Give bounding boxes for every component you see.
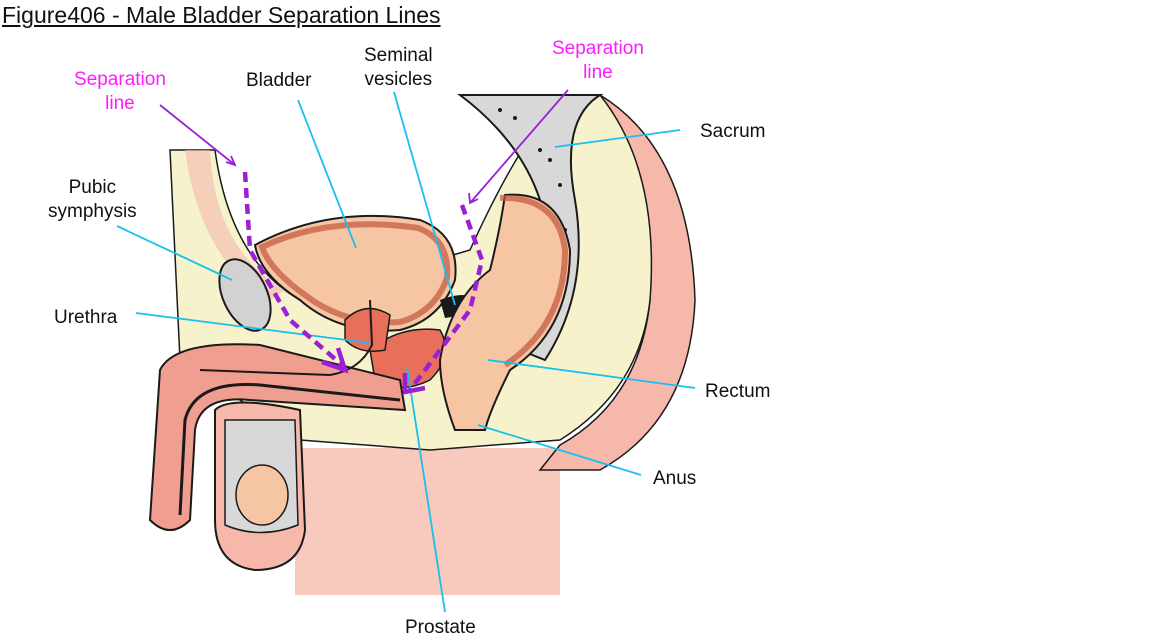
label-seminal-vesicles: Seminal vesicles	[364, 44, 433, 92]
label-anus: Anus	[653, 468, 697, 489]
leader-urethra	[135, 312, 371, 344]
label-line: Pubic	[68, 177, 117, 198]
buttock-skin	[295, 448, 560, 595]
label-line: vesicles	[364, 69, 433, 90]
leader-bladder	[297, 99, 357, 249]
leader-anus	[477, 424, 642, 476]
leader-pubic-symphysis	[116, 225, 233, 281]
separation-arrowhead-right-icon	[402, 373, 426, 395]
label-line: line	[105, 93, 135, 114]
label-sacrum: Sacrum	[700, 121, 766, 142]
urethra-path	[199, 299, 374, 377]
leader-sacrum	[554, 129, 681, 148]
label-rectum: Rectum	[705, 381, 771, 402]
label-bladder: Bladder	[246, 70, 312, 91]
bladder-wall	[258, 221, 451, 326]
label-line: symphysis	[48, 201, 137, 222]
label-line: Separation	[552, 38, 644, 59]
arrowhead-icon	[468, 192, 479, 205]
label-line: Seminal	[364, 45, 433, 66]
separation-arrowhead-left-icon	[321, 347, 349, 374]
urethra-channel	[178, 382, 401, 516]
rectum-wall	[499, 194, 569, 368]
figure-title: Figure406 - Male Bladder Separation Line…	[2, 2, 441, 28]
label-urethra: Urethra	[54, 307, 118, 328]
testis	[235, 464, 289, 526]
leader-rectum	[487, 359, 696, 389]
label-prostate: Prostate	[405, 617, 476, 638]
leader-seminal-vesicles	[393, 91, 456, 306]
leader-prostate	[406, 366, 446, 613]
separation-line-right	[408, 204, 485, 392]
arrowhead-icon	[225, 155, 237, 167]
label-line: line	[583, 62, 613, 83]
label-separation-line-right: Separation line	[552, 37, 644, 85]
separation-pointer-right	[469, 89, 569, 204]
separation-line-left	[242, 171, 344, 367]
label-pubic-symphysis: Pubic symphysis	[48, 176, 137, 224]
abdominal-wall	[170, 150, 285, 300]
label-line: Separation	[74, 69, 166, 90]
label-separation-line-left: Separation line	[74, 68, 166, 116]
separation-pointer-left	[159, 104, 236, 166]
prostate-upper	[344, 307, 391, 352]
